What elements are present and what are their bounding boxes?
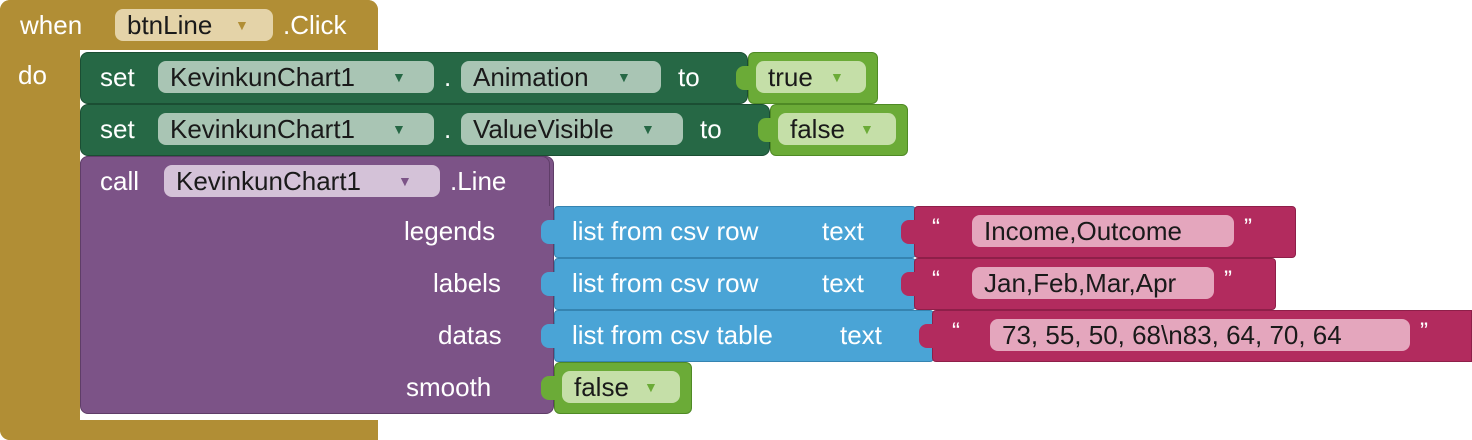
call-keyword: call (100, 166, 140, 196)
method-name: .Line (450, 166, 507, 196)
chevron-down-icon: ▼ (830, 69, 844, 85)
list-from-csv-row-block-labels[interactable] (554, 258, 916, 310)
close-quote-icon: ” (1420, 318, 1428, 345)
chevron-down-icon: ▼ (398, 173, 412, 189)
arg-label-smooth: smooth (406, 372, 492, 402)
set-keyword: set (100, 62, 135, 92)
arg-label-datas: datas (438, 320, 502, 350)
chevron-down-icon: ▼ (860, 121, 874, 137)
component-dropdown-chart-3[interactable]: KevinkunChart1 ▼ (164, 165, 440, 197)
list-from-csv-table-block-datas[interactable] (554, 310, 934, 362)
property-dropdown-valuevisible[interactable]: ValueVisible ▼ (461, 113, 683, 145)
chevron-down-icon: ▼ (617, 69, 631, 85)
dot-separator: . (444, 62, 452, 92)
list-block-label: list from csv row (572, 216, 759, 246)
text-socket-label: text (840, 320, 882, 350)
chevron-down-icon: ▼ (392, 69, 406, 85)
open-quote-icon: “ (932, 214, 940, 241)
to-keyword: to (678, 62, 700, 92)
close-quote-icon: ” (1224, 266, 1232, 293)
do-keyword: do (18, 60, 47, 90)
list-block-label: list from csv row (572, 268, 759, 298)
boolean-dropdown-true[interactable]: true ▼ (756, 61, 866, 93)
boolean-dropdown-smooth[interactable]: false ▼ (562, 371, 680, 403)
text-socket-label: text (822, 268, 864, 298)
text-socket-label: text (822, 216, 864, 246)
boolean-dropdown-false[interactable]: false ▼ (778, 113, 896, 145)
text-field-datas[interactable]: 73, 55, 50, 68\n83, 64, 70, 64 (990, 319, 1410, 351)
component-dropdown-chart-1[interactable]: KevinkunChart1 ▼ (158, 61, 434, 93)
chevron-down-icon: ▼ (644, 379, 658, 395)
to-keyword: to (700, 114, 722, 144)
property-dropdown-animation[interactable]: Animation ▼ (461, 61, 661, 93)
text-field-labels[interactable]: Jan,Feb,Mar,Apr (972, 267, 1214, 299)
dot-separator: . (444, 114, 452, 144)
set-keyword: set (100, 114, 135, 144)
arg-label-legends: legends (404, 216, 496, 246)
component-dropdown-chart-2[interactable]: KevinkunChart1 ▼ (158, 113, 434, 145)
arg-label-labels: labels (433, 268, 501, 298)
text-field-legends[interactable]: Income,Outcome (972, 215, 1234, 247)
list-block-label: list from csv table (572, 320, 773, 350)
chevron-down-icon: ▼ (235, 17, 249, 33)
event-name: .Click (283, 10, 347, 40)
when-keyword: when (20, 10, 83, 40)
chevron-down-icon: ▼ (392, 121, 406, 137)
open-quote-icon: “ (952, 318, 960, 345)
component-dropdown-btnline[interactable]: btnLine ▼ (115, 9, 273, 41)
chevron-down-icon: ▼ (641, 121, 655, 137)
close-quote-icon: ” (1244, 214, 1252, 241)
list-from-csv-row-block-legends[interactable] (554, 206, 916, 258)
open-quote-icon: “ (932, 266, 940, 293)
